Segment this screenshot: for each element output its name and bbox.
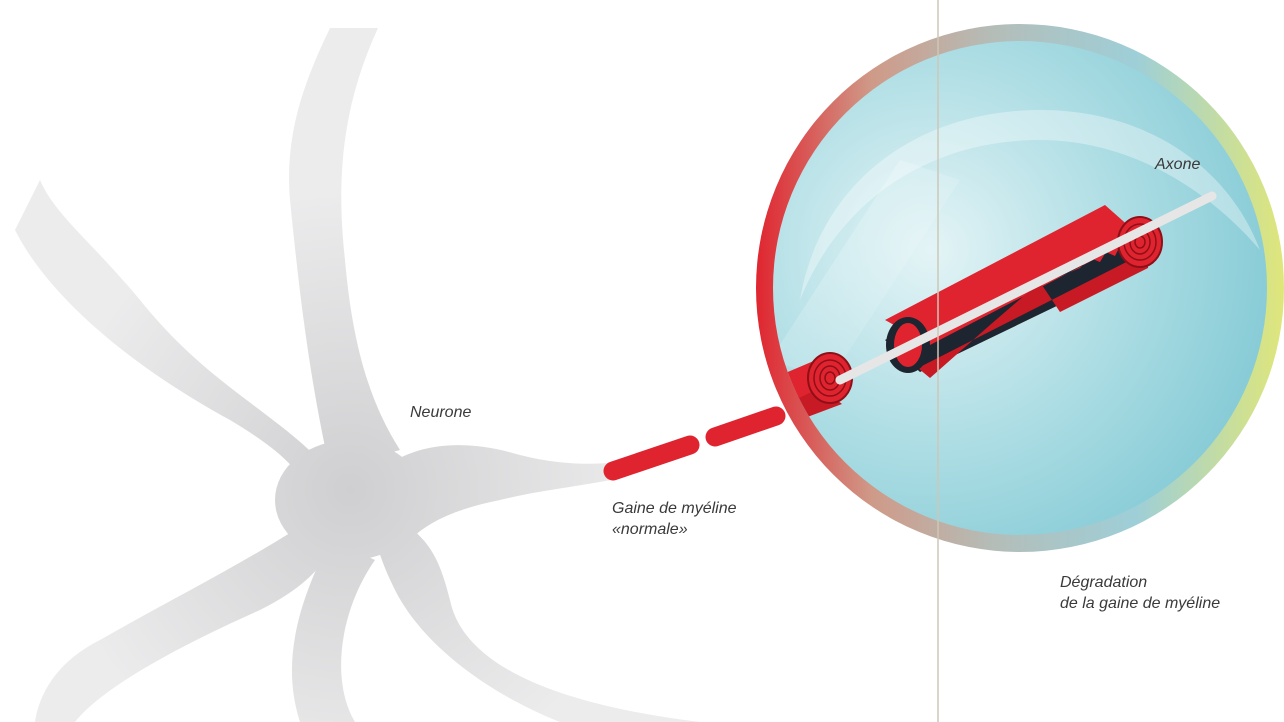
label-degradation-line1: Dégradation <box>1060 572 1220 593</box>
label-gaine-normale: Gaine de myéline «normale» <box>612 498 737 540</box>
label-gaine-normale-line2: «normale» <box>612 519 737 540</box>
myelin-segments-normal <box>613 416 776 471</box>
myelin-segment <box>613 445 690 471</box>
label-neurone: Neurone <box>410 402 471 423</box>
label-degradation: Dégradation de la gaine de myéline <box>1060 572 1220 614</box>
label-degradation-line2: de la gaine de myéline <box>1060 593 1220 614</box>
myelin-segment <box>715 416 776 437</box>
label-gaine-normale-line1: Gaine de myéline <box>612 498 737 519</box>
neuron-shape <box>15 28 700 722</box>
label-axone: Axone <box>1155 154 1200 175</box>
